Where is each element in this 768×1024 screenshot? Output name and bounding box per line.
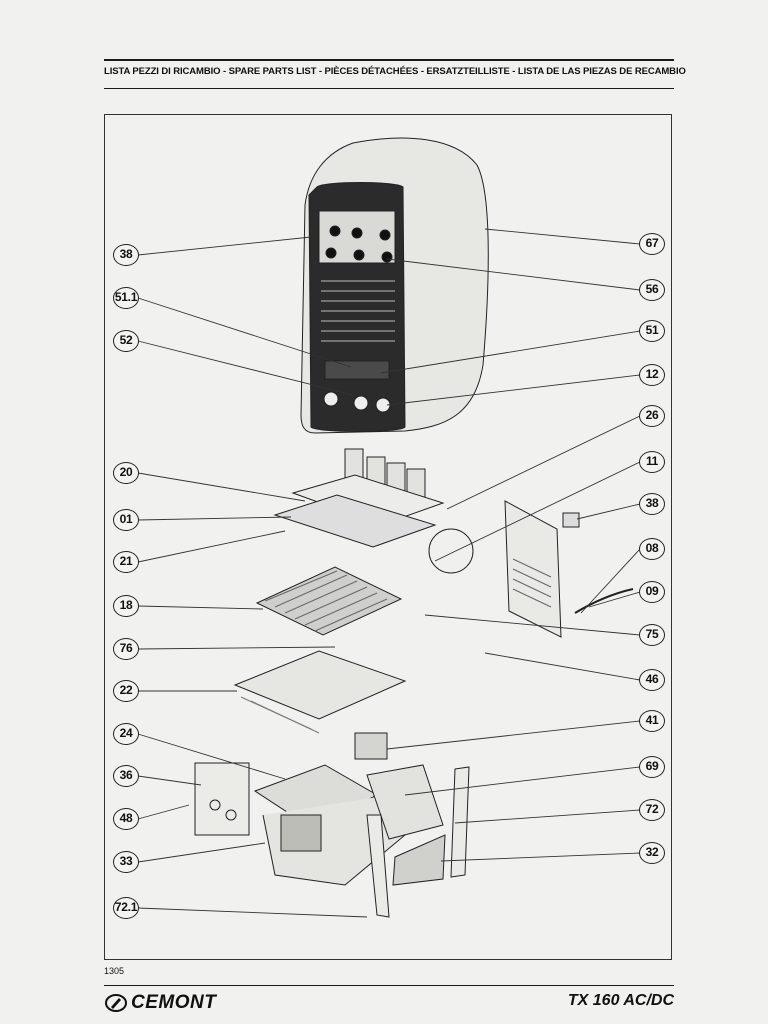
page-number: 1305 <box>104 966 125 976</box>
callout-33: 33 <box>113 851 139 873</box>
callout-69: 69 <box>639 756 665 778</box>
callout-51: 51 <box>639 320 665 342</box>
callout-38-right: 38 <box>639 493 665 515</box>
callout-41: 41 <box>639 710 665 732</box>
header-bottom-rule <box>104 88 674 89</box>
footer-rule <box>104 985 674 986</box>
callout-18: 18 <box>113 595 139 617</box>
callout-46: 46 <box>639 669 665 691</box>
cemont-logo-icon <box>105 994 127 1012</box>
callout-08: 08 <box>639 538 665 560</box>
callout-21: 21 <box>113 551 139 573</box>
callout-20: 20 <box>113 462 139 484</box>
cooling-fan <box>428 528 474 574</box>
front-grille <box>321 280 395 342</box>
callout-12: 12 <box>639 364 665 386</box>
control-board <box>233 650 407 720</box>
callout-26: 26 <box>639 405 665 427</box>
model-name: TX 160 AC/DC <box>567 992 674 1009</box>
callout-75: 75 <box>639 624 665 646</box>
side-frame <box>450 766 470 878</box>
callout-11: 11 <box>639 451 665 473</box>
heatsink <box>255 566 403 636</box>
callout-67: 67 <box>639 233 665 255</box>
power-cable <box>574 588 634 614</box>
callout-32: 32 <box>639 842 665 864</box>
header-top-rule <box>104 59 674 61</box>
diagram-frame: 38 51.1 52 20 01 21 18 76 22 24 36 48 33… <box>104 114 672 960</box>
callout-36: 36 <box>113 765 139 787</box>
callout-72: 72 <box>639 799 665 821</box>
callout-09: 09 <box>639 581 665 603</box>
callout-22: 22 <box>113 680 139 702</box>
brand-name: CEMONT <box>131 992 217 1013</box>
callout-72-1: 72.1 <box>113 897 139 919</box>
callout-48: 48 <box>113 808 139 830</box>
callout-76: 76 <box>113 638 139 660</box>
brand-logo: CEMONT <box>104 992 216 1014</box>
exploded-parts-diagram <box>137 137 641 918</box>
page-header-title: LISTA PEZZI DI RICAMBIO - SPARE PARTS LI… <box>104 66 686 77</box>
inductor <box>354 732 388 760</box>
callout-51-1: 51.1 <box>113 287 139 309</box>
callout-56: 56 <box>639 279 665 301</box>
callout-24: 24 <box>113 723 139 745</box>
callout-38: 38 <box>113 244 139 266</box>
callout-01: 01 <box>113 509 139 531</box>
callout-52: 52 <box>113 330 139 352</box>
